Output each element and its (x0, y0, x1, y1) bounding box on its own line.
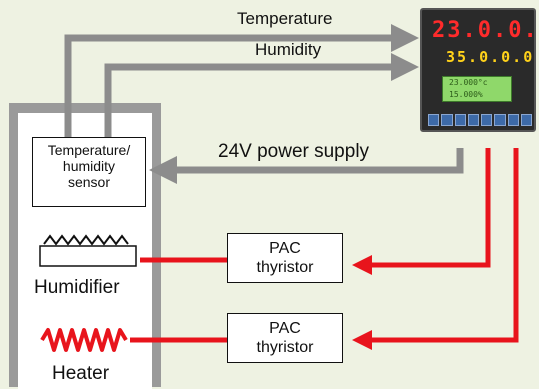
power-supply-label: 24V power supply (218, 141, 370, 162)
sensor-label-line2: humidity (62, 158, 116, 174)
power-supply-arrow (149, 148, 464, 184)
controller-key (507, 114, 519, 126)
controller-key (428, 114, 440, 126)
humidifier-label: Humidifier (34, 277, 120, 298)
temperature-signal-arrow (64, 24, 419, 140)
humidity-signal-label: Humidity (255, 40, 322, 59)
lcd-line2: 15.000% (449, 90, 483, 99)
controller-key (441, 114, 453, 126)
controller-key (520, 114, 532, 126)
control-output-arrow-1 (352, 148, 491, 275)
controller-key (454, 114, 466, 126)
pac-thyristor-humidifier: PAC thyristor (227, 233, 343, 283)
thyristor-label: thyristor (256, 259, 314, 276)
heater-icon (40, 328, 128, 352)
lcd-line1: 23.000°c (449, 78, 488, 87)
controller-key (467, 114, 479, 126)
controller-keypad (428, 114, 532, 126)
sv-display: 35.0.0.0 (446, 48, 535, 66)
controller-lcd: 23.000°c 15.000% (442, 76, 512, 102)
thyristor-label: thyristor (256, 339, 314, 356)
temperature-humidity-controller: 23.0.0.0 35.0.0.0 23.000°c 15.000% (420, 8, 539, 132)
controller-key (494, 114, 506, 126)
heater-label: Heater (52, 363, 110, 384)
humidifier-icon (39, 234, 137, 267)
sensor-label-line3: sensor (67, 174, 111, 190)
temperature-signal-label: Temperature (237, 9, 333, 28)
pac-label: PAC (269, 240, 301, 257)
pac-thyristor-heater: PAC thyristor (227, 313, 343, 363)
humidity-signal-arrow (104, 53, 419, 140)
control-output-arrow-2 (352, 148, 519, 350)
controller-key (481, 114, 493, 126)
pac-label: PAC (269, 320, 301, 337)
pv-display: 23.0.0.0 (432, 18, 539, 43)
temperature-humidity-sensor: Temperature/ humidity sensor (32, 137, 146, 207)
sensor-label-line1: Temperature/ (47, 142, 131, 158)
